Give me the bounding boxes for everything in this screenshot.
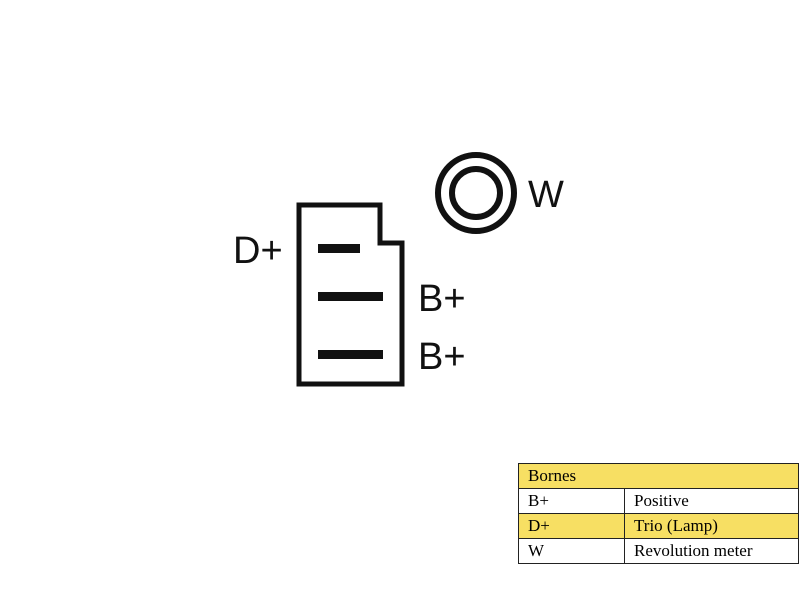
legend-meaning-cell: Trio (Lamp) <box>624 513 799 539</box>
b-plus-blade-lower <box>318 350 383 359</box>
terminal-legend-table: Bornes B+ Positive D+ Trio (Lamp) W Revo… <box>518 463 799 564</box>
w-terminal-outer-ring <box>435 152 517 234</box>
legend-header: Bornes <box>518 463 799 489</box>
legend-header-row: Bornes <box>518 463 799 489</box>
legend-row: W Revolution meter <box>518 538 799 564</box>
b-plus-terminal-label-upper: B+ <box>418 278 466 320</box>
legend-code-cell: D+ <box>518 513 625 539</box>
d-plus-blade <box>318 244 360 253</box>
b-plus-terminal-label-lower: B+ <box>418 336 466 378</box>
legend-row: B+ Positive <box>518 488 799 514</box>
b-plus-blade-upper <box>318 292 383 301</box>
legend-meaning-cell: Revolution meter <box>624 538 799 564</box>
w-terminal-ring-icon <box>435 152 517 234</box>
legend-code-cell: B+ <box>518 488 625 514</box>
w-terminal-label: W <box>528 174 564 216</box>
legend-row: D+ Trio (Lamp) <box>518 513 799 539</box>
plug-housing-outline <box>296 202 405 387</box>
w-terminal-inner-ring <box>449 166 503 220</box>
d-plus-terminal-label: D+ <box>233 230 283 272</box>
legend-code-cell: W <box>518 538 625 564</box>
legend-meaning-cell: Positive <box>624 488 799 514</box>
